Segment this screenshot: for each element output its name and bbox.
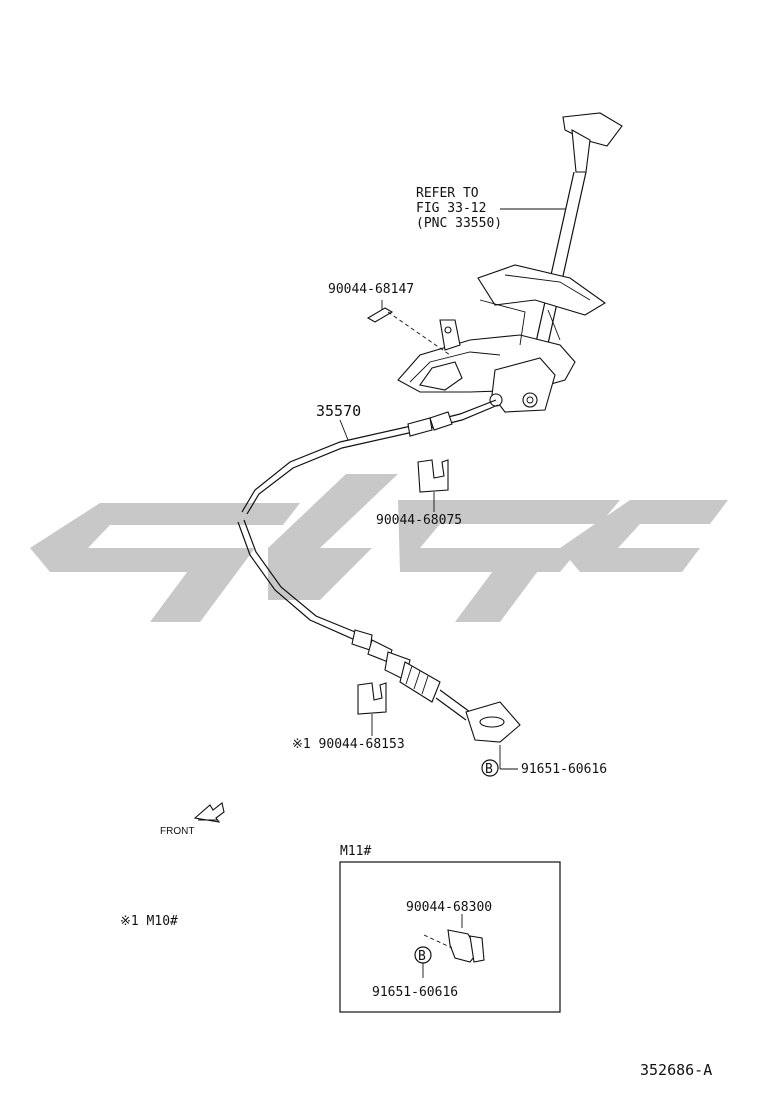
leader-lines [339,208,566,770]
watermark [30,474,728,622]
clip-90044-68075 [417,459,449,493]
refer-label-line1: REFER TO [416,186,479,201]
clip-90044-68147 [366,307,451,356]
inset-clip [447,929,485,963]
inset-bolt-label: 91651-60616 [372,985,458,1000]
bolt-label: 91651-60616 [521,762,607,777]
shift-lever-housing [397,264,607,413]
clip-90044-68153 [357,682,387,715]
inset-bolt-marker-letter: B [418,949,426,964]
pin-clip-label: 90044-68147 [328,282,414,297]
refer-label-line3: (PNC 33550) [416,216,502,231]
inset-bolt-b-marker-icon: B [414,946,432,964]
front-label: FRONT [160,826,194,837]
inset-clip-label: 90044-68300 [406,900,492,915]
bolt-marker-letter: B [485,762,493,777]
inset-title: M11# [340,844,371,859]
inset-dash-line [423,934,453,949]
clip-upper-label: 90044-68075 [376,513,462,528]
figure-id: 352686-A [640,1061,712,1079]
refer-label-line2: FIG 33-12 [416,201,486,216]
front-arrow-icon [193,802,225,823]
bolt-b-marker-icon: B [481,759,499,777]
shift-cable [237,399,521,743]
footnote: ※1 M10# [120,914,178,929]
shift-lever [531,112,623,363]
clip-lower-label: ※1 90044-68153 [292,737,405,752]
inset-box [339,861,561,1013]
cable-label: 35570 [316,402,361,420]
